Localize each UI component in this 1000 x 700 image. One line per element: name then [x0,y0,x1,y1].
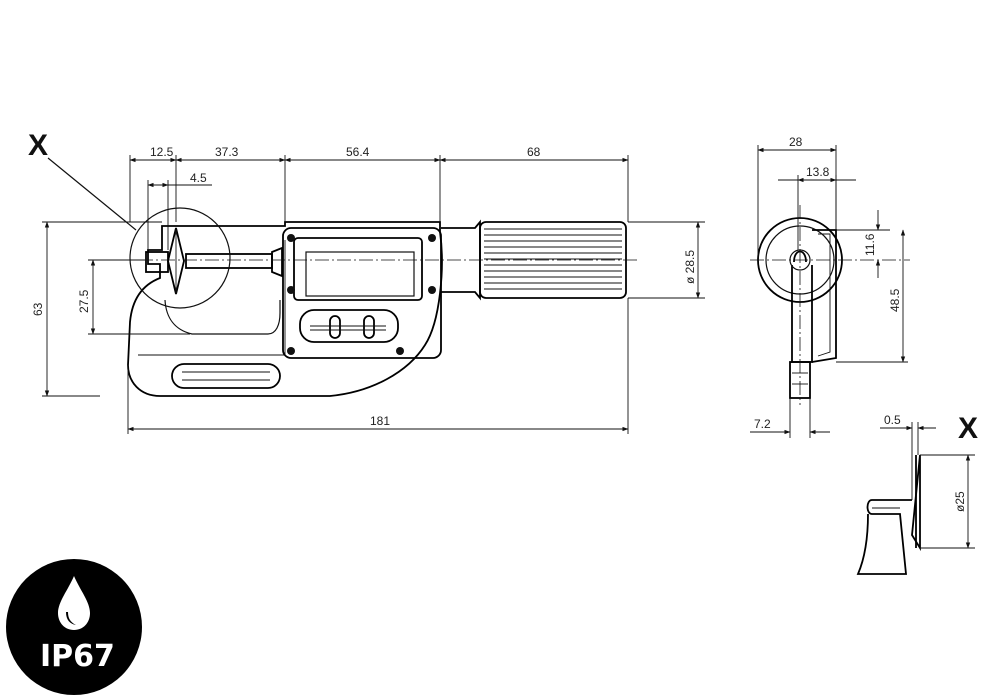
ip67-badge: IP67 [6,559,142,695]
knurl-lines [484,228,622,290]
detail-marker-label-2: X [958,412,978,445]
display-housing [282,227,442,359]
front-view: X 12.5 37.3 56.4 68 4.5 [28,129,705,434]
button-panel [299,309,399,343]
dim-63: 63 [31,302,45,316]
detail-marker-label: X [28,129,48,162]
dim-4-5: 4.5 [190,171,207,185]
dim-13-8: 13.8 [806,165,830,179]
dim-7-2: 7.2 [754,417,771,431]
dim-28-5: ø 28.5 [683,250,697,284]
dim-0-5: 0.5 [884,413,901,427]
dim-48-5: 48.5 [888,288,902,312]
dim-181: 181 [370,414,390,428]
badge-label: IP67 [40,639,115,674]
dim-11-6: 11.6 [863,233,877,256]
screw-mid-left [287,286,295,294]
display-bezel [293,237,423,301]
dim-68: 68 [527,145,541,159]
dim-28: 28 [789,135,803,149]
lcd-screen [305,251,415,297]
button-right [363,315,375,339]
button-left [329,315,341,339]
dim-56-4: 56.4 [346,145,370,159]
measuring-disc-left [167,227,185,295]
dim-25: ø25 [953,491,967,512]
frame-inner-cutout [164,299,281,335]
detail-x-view: X 0.5 ø25 [856,412,978,575]
overall-length-dim [127,298,629,434]
detail-leader [47,157,137,231]
screw-bottom-right [396,347,404,355]
detail-anvil [856,499,912,575]
detail-circle [129,207,231,309]
screw-top-right [428,234,436,242]
side-frame-back [811,229,837,363]
dim-12-5: 12.5 [150,145,174,159]
side-view: 28 13.8 11.6 48.5 7.2 [750,135,910,438]
water-drop-icon [58,576,90,630]
screw-top-left [287,234,295,242]
thimble-diameter-dim [628,221,705,299]
frame-grip-recess [171,363,281,389]
left-dimensions [42,221,190,397]
dim-37-3: 37.3 [215,145,239,159]
anvil [145,251,169,273]
screw-mid-right [428,286,436,294]
top-dimension-chain [129,155,629,250]
side-body [791,265,813,363]
screw-bottom-left [287,347,295,355]
dim-27-5: 27.5 [77,289,91,313]
frame-outline [127,221,443,397]
